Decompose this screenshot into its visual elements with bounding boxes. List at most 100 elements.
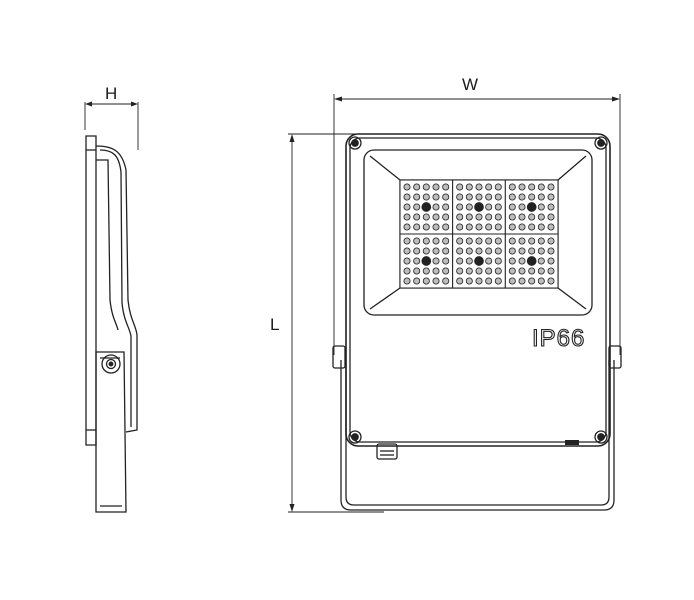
led-dot: [456, 267, 464, 275]
led-dot: [547, 223, 555, 231]
led-dot: [518, 267, 526, 275]
led-dot: [547, 257, 555, 265]
led-dot: [465, 183, 473, 191]
led-dot: [422, 247, 430, 255]
led-dot: [485, 277, 493, 285]
led-dot: [475, 223, 483, 231]
led-cell: [504, 179, 559, 235]
cable-gland: [376, 443, 398, 460]
led-dot: [537, 183, 545, 191]
led-dot: [465, 203, 473, 211]
led-dot: [547, 213, 555, 221]
led-dot: [465, 223, 473, 231]
led-dot: [432, 267, 440, 275]
led-dot: [475, 213, 483, 221]
led-dot: [528, 223, 536, 231]
led-dot: [403, 277, 411, 285]
led-dot: [494, 203, 502, 211]
led-center-dot: [526, 202, 537, 212]
led-dot: [528, 183, 536, 191]
led-dot: [547, 203, 555, 211]
led-dot: [413, 223, 421, 231]
led-dot: [475, 237, 483, 245]
led-dot: [508, 247, 516, 255]
led-dot: [494, 193, 502, 201]
led-dot: [518, 193, 526, 201]
led-dot: [432, 277, 440, 285]
led-dot: [403, 213, 411, 221]
led-dot: [508, 277, 516, 285]
led-dot: [403, 247, 411, 255]
led-cell: [399, 233, 454, 289]
led-dot: [485, 223, 493, 231]
led-dot: [422, 277, 430, 285]
led-dot: [494, 237, 502, 245]
led-dot: [485, 183, 493, 191]
led-dot: [432, 247, 440, 255]
led-dot: [403, 223, 411, 231]
led-dot: [422, 237, 430, 245]
led-dot: [537, 277, 545, 285]
led-dot: [442, 237, 450, 245]
led-dot: [547, 193, 555, 201]
led-dot: [485, 213, 493, 221]
led-dot: [518, 203, 526, 211]
led-dot: [547, 237, 555, 245]
led-dot: [537, 213, 545, 221]
led-dot: [475, 193, 483, 201]
led-dot: [465, 257, 473, 265]
led-dot: [442, 203, 450, 211]
vent-slot: [565, 440, 579, 445]
led-dot: [508, 203, 516, 211]
side-view: [84, 101, 139, 513]
led-center-dot: [421, 202, 432, 212]
led-dot: [475, 267, 483, 275]
led-dot: [422, 267, 430, 275]
led-dot: [508, 237, 516, 245]
led-dot: [465, 267, 473, 275]
led-dot: [508, 257, 516, 265]
led-dot: [485, 193, 493, 201]
led-dot: [465, 247, 473, 255]
led-dot: [494, 267, 502, 275]
led-dot: [403, 193, 411, 201]
led-dot: [537, 203, 545, 211]
led-dot: [403, 203, 411, 211]
led-dot: [442, 277, 450, 285]
height-label: H: [105, 84, 117, 103]
led-dot: [456, 247, 464, 255]
led-dot: [528, 267, 536, 275]
led-dot: [465, 237, 473, 245]
led-dot: [432, 203, 440, 211]
led-dot: [456, 277, 464, 285]
led-dot: [528, 247, 536, 255]
led-dot: [403, 267, 411, 275]
led-dot: [494, 213, 502, 221]
led-dot: [475, 277, 483, 285]
led-cell: [452, 179, 506, 235]
length-dimension: [288, 133, 384, 513]
led-dot: [456, 203, 464, 211]
led-dot: [456, 237, 464, 245]
led-dot: [518, 223, 526, 231]
led-dot: [413, 247, 421, 255]
led-cell: [399, 179, 454, 235]
led-dot: [537, 267, 545, 275]
led-dot: [528, 277, 536, 285]
led-dot: [508, 183, 516, 191]
led-dot: [518, 257, 526, 265]
led-dot: [537, 237, 545, 245]
led-dot: [518, 247, 526, 255]
led-dot: [413, 193, 421, 201]
led-dot: [518, 183, 526, 191]
led-dot: [494, 223, 502, 231]
led-dot: [456, 223, 464, 231]
led-dot: [432, 193, 440, 201]
led-dot: [442, 257, 450, 265]
led-dot: [442, 193, 450, 201]
led-dot: [537, 193, 545, 201]
ip-rating-label: IP66: [532, 325, 585, 352]
led-dot: [494, 247, 502, 255]
corner-screws: [348, 136, 608, 444]
